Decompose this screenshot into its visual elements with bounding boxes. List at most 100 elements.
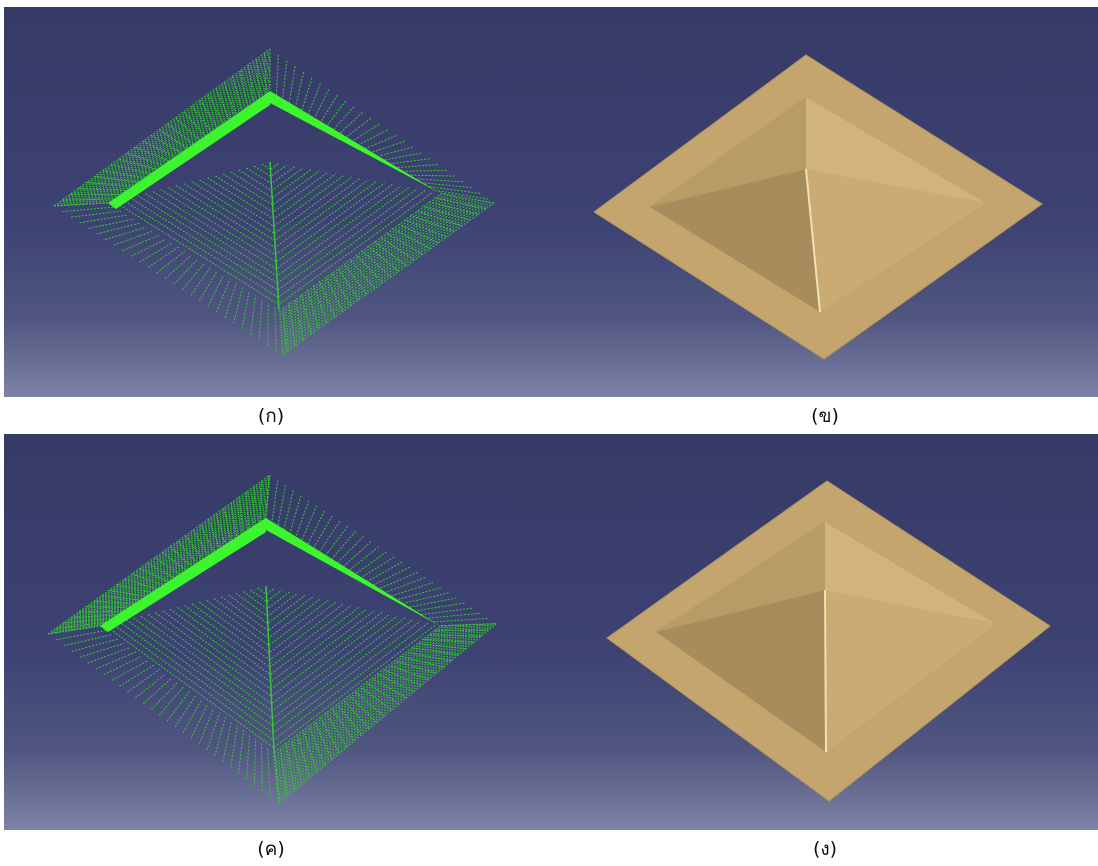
scan-line: [86, 181, 133, 187]
scan-line: [274, 307, 277, 352]
scan-line: [224, 283, 237, 318]
scan-line: [231, 76, 243, 111]
scan-line: [92, 78, 271, 205]
scan-line: [352, 123, 380, 142]
scan-line: [215, 279, 231, 313]
scan-line: [192, 529, 209, 556]
panel-label-a: (ก): [257, 405, 285, 427]
scan-line: [207, 93, 224, 124]
scan-line: [388, 664, 430, 680]
scan-line: [288, 302, 296, 346]
scan-line: [134, 146, 169, 162]
panel-label-d: (ง): [812, 838, 838, 860]
scan-line: [324, 276, 344, 312]
scan-line: [154, 557, 181, 575]
scan-line: [271, 480, 279, 522]
scan-line: [99, 517, 267, 627]
scan-line: [307, 510, 325, 545]
scan-line: [265, 474, 271, 519]
scan-line: [433, 196, 487, 210]
scan-line: [346, 117, 372, 138]
scan-line: [73, 495, 269, 631]
scan-line: [79, 642, 125, 658]
scan-line: [300, 293, 312, 335]
scan-line: [62, 206, 115, 213]
scan-line: [233, 287, 244, 324]
scan-line: [253, 738, 257, 786]
scan-line: [337, 536, 364, 563]
scan-line: [73, 63, 271, 206]
scan-line: [278, 623, 491, 798]
contour-line: [198, 601, 337, 654]
scan-line: [267, 303, 269, 346]
scan-line: [291, 738, 303, 785]
scan-line: [365, 681, 400, 705]
scan-line: [314, 89, 330, 118]
scan-line: [99, 83, 271, 204]
scan-line: [429, 186, 481, 194]
viewport-top: [4, 7, 1098, 397]
scan-line: [230, 502, 238, 537]
scan-line: [102, 86, 271, 204]
scan-line: [276, 624, 472, 781]
scan-line: [411, 647, 459, 656]
scan-line: [111, 660, 149, 681]
scan-line: [274, 625, 454, 765]
scan-line: [84, 505, 268, 629]
scan-line: [116, 584, 152, 594]
scan-line: [397, 223, 439, 244]
scan-line: [384, 152, 422, 161]
scan-line: [427, 201, 479, 215]
scan-line: [167, 123, 194, 145]
scan-line: [89, 76, 271, 205]
scan-line: [76, 498, 269, 631]
scan-line: [105, 88, 271, 204]
surface-ridge: [824, 589, 827, 753]
scan-line: [288, 66, 296, 103]
scan-line: [175, 117, 200, 141]
scan-line: [200, 524, 215, 552]
scan-line: [103, 655, 143, 676]
scan-line: [95, 81, 271, 205]
scan-line: [95, 651, 137, 670]
contour-line: [222, 170, 320, 206]
scan-line: [422, 182, 472, 189]
scan-line: [222, 721, 233, 762]
contour-line: [121, 189, 426, 298]
scan-line: [206, 712, 221, 751]
scan-line: [56, 481, 270, 634]
scan-line: [435, 189, 489, 200]
scan-line: [385, 232, 423, 255]
scan-line: [301, 77, 313, 111]
scan-line: [50, 476, 271, 634]
scan-line: [427, 612, 480, 619]
scan-line: [150, 681, 179, 710]
scan-line: [274, 751, 281, 803]
scan-line: [361, 249, 391, 278]
scan-line: [64, 488, 269, 632]
scan-line: [93, 512, 267, 628]
scan-line: [96, 222, 141, 235]
scan-line: [319, 520, 341, 552]
scan-line: [156, 250, 186, 274]
scan-line: [79, 500, 268, 630]
contour-line: [160, 182, 385, 263]
scan-line: [142, 140, 176, 158]
scan-line: [281, 202, 495, 356]
scan-line: [56, 51, 271, 207]
scan-line: [66, 58, 271, 206]
scan-line: [409, 597, 457, 608]
scan-line: [113, 230, 154, 246]
scan-line: [158, 686, 185, 716]
scan-line: [53, 479, 270, 634]
scan-line: [285, 742, 296, 791]
scan-line: [391, 582, 434, 597]
scan-line: [122, 234, 160, 252]
surface-face-back-right: [806, 97, 986, 203]
scan-line: [439, 192, 495, 204]
scan-line: [191, 105, 212, 132]
scan-line: [277, 624, 481, 790]
scan-line: [343, 262, 368, 295]
scan-line: [279, 195, 456, 324]
scan-line: [385, 576, 426, 593]
